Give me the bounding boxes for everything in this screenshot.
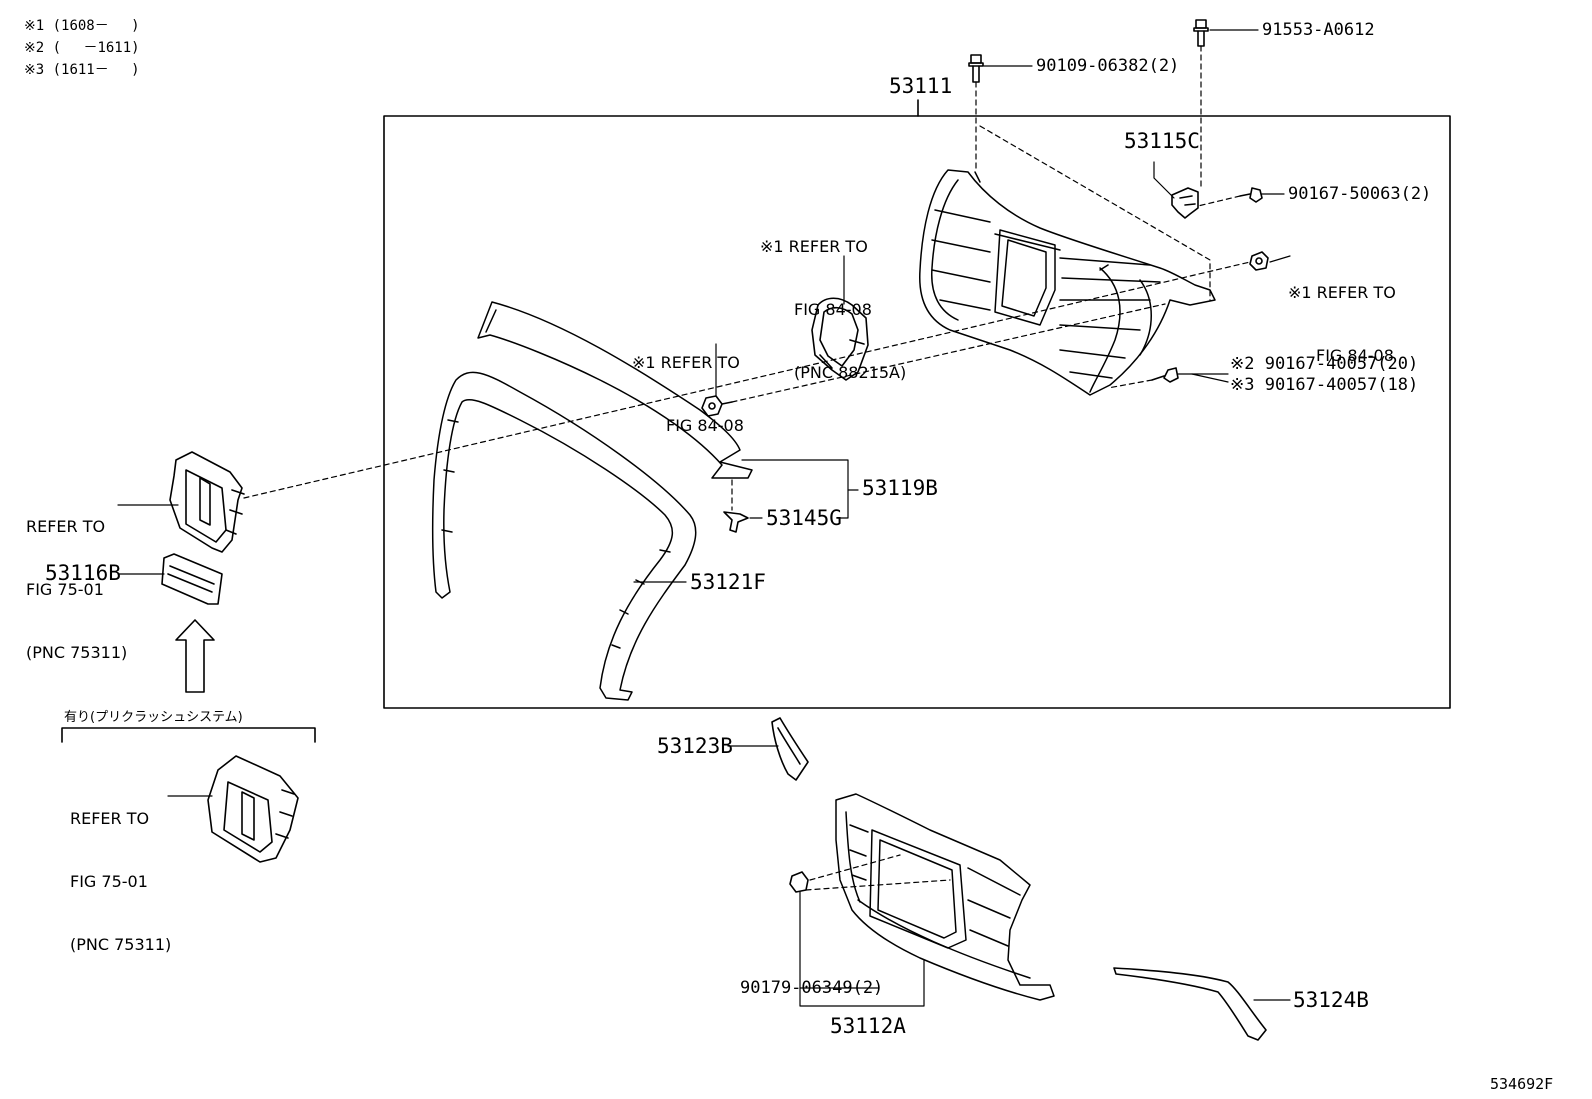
legend-note-3: ※3 (1611－ ) — [24, 62, 140, 78]
ref-mid-line2: FIG 84-08 — [666, 416, 744, 435]
screw-right-part — [1239, 187, 1263, 203]
leader-lines — [117, 29, 1291, 1007]
ref-left-line2: FIG 75-01 — [26, 580, 104, 599]
ref-88215a-line1: ※1 REFER TO — [760, 237, 868, 256]
up-arrow — [175, 619, 215, 693]
bolt-top-right-part — [1193, 19, 1209, 47]
molding-side-53121f — [431, 371, 697, 701]
label-53112a: 53112A — [830, 1014, 906, 1038]
legend-note-1: ※1 (1608－ ) — [24, 18, 140, 34]
figure-id: 534692F — [1490, 1075, 1554, 1093]
nut-ref-right-part — [1249, 251, 1269, 271]
screw-90167-40057-part — [1151, 367, 1179, 383]
ref-88215a-line2: FIG 84-08 — [794, 300, 872, 319]
ref-mid-line1: ※1 REFER TO — [632, 353, 740, 372]
cover-53116b — [161, 553, 223, 605]
upper-grille — [919, 169, 1216, 396]
ref-bottom-left: REFER TO FIG 75-01 (PNC 75311) — [70, 766, 171, 976]
ref-right-line1: ※1 REFER TO — [1288, 283, 1396, 302]
label-53119b: 53119B — [862, 476, 938, 500]
label-90179-06349: 90179-06349(2) — [740, 978, 884, 998]
ref-bottom-left-line2: FIG 75-01 — [70, 872, 148, 891]
label-90167-40057-b: ※3 90167-40057(18) — [1230, 375, 1419, 395]
label-53111: 53111 — [889, 74, 953, 98]
ref-right-line2: FIG 84-08 — [1316, 346, 1394, 365]
label-53124b: 53124B — [1293, 988, 1369, 1012]
ref-bottom-left-line1: REFER TO — [70, 809, 150, 828]
label-53115c: 53115C — [1124, 129, 1200, 153]
ref-88215a: ※1 REFER TO FIG 84-08 (PNC 88215A) — [760, 194, 906, 404]
label-91553-a0612: 91553-A0612 — [1262, 20, 1375, 40]
clip-53145g — [723, 511, 749, 533]
nut-90179-part — [789, 871, 809, 893]
label-53121f: 53121F — [690, 570, 766, 594]
label-90167-50063: 90167-50063(2) — [1288, 184, 1432, 204]
option-bracket — [61, 727, 316, 743]
bracket-53115c — [1171, 187, 1199, 219]
label-53116b: 53116B — [45, 561, 121, 585]
ref-left-line3: (PNC 75311) — [26, 643, 128, 662]
ref-mid: ※1 REFER TO FIG 84-08 — [632, 310, 744, 457]
label-53145g: 53145G — [766, 506, 842, 530]
lower-grille-53112a — [835, 793, 1055, 1001]
label-90167-40057-a: ※2 90167-40057(20) — [1230, 354, 1419, 374]
label-53123b: 53123B — [657, 734, 733, 758]
ref-left: REFER TO FIG 75-01 (PNC 75311) — [26, 474, 127, 684]
bolt-top-part — [968, 54, 984, 83]
ref-right: ※1 REFER TO FIG 84-08 — [1288, 240, 1396, 387]
label-90109-06382: 90109-06382(2) — [1036, 56, 1180, 76]
molding-bottom-53124b — [1113, 967, 1267, 1041]
ref-left-line1: REFER TO — [26, 517, 106, 536]
sensor-cover-left — [169, 451, 245, 553]
molding-piece-53123b — [771, 717, 809, 781]
assembly-frame — [383, 115, 1451, 709]
dashed-lines — [243, 45, 1251, 891]
molding-upper-53119b — [477, 301, 753, 479]
sensor-cover-bottom — [207, 755, 299, 863]
option-label: 有り(プリクラッシュシステム) — [64, 710, 243, 725]
ref-88215a-line3: (PNC 88215A) — [794, 363, 907, 382]
ref-bottom-left-line3: (PNC 75311) — [70, 935, 172, 954]
legend-note-2: ※2 ( －1611) — [24, 40, 140, 56]
